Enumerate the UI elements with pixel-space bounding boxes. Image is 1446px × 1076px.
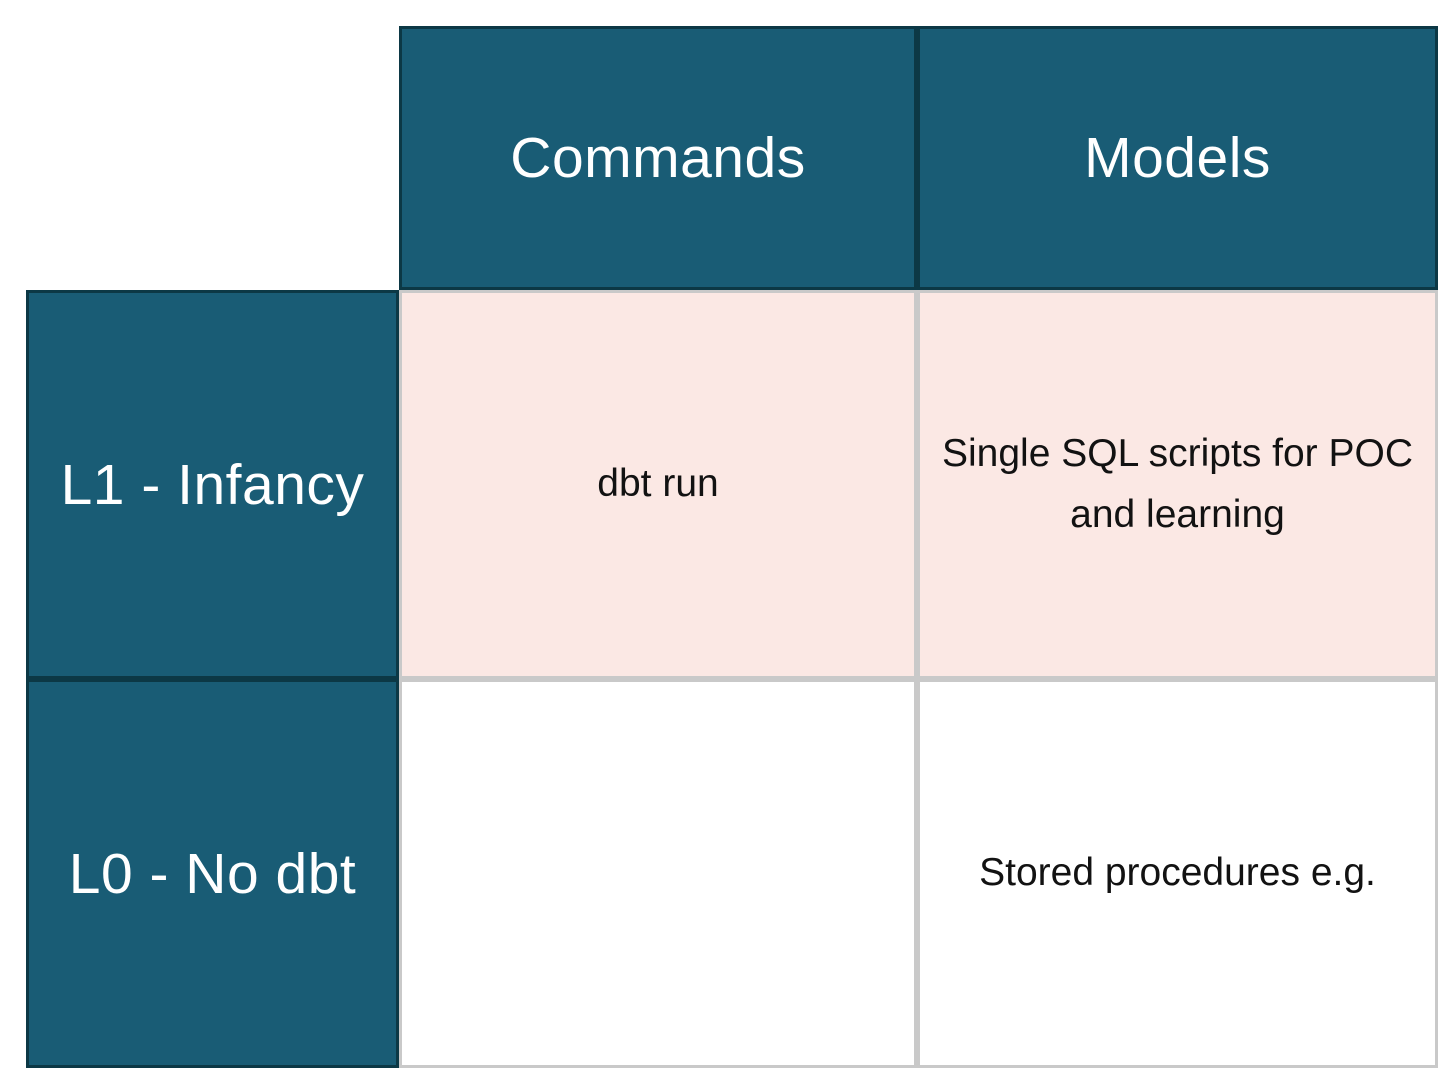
maturity-matrix-table: Commands Models L1 - Infancy dbt run Sin… (26, 26, 1438, 1068)
cell-l0-models-text: Stored procedures e.g. (979, 851, 1376, 895)
row-header-l0-no-dbt-label: L0 - No dbt (68, 841, 357, 906)
column-header-models-label: Models (1084, 126, 1271, 190)
cell-l0-models: Stored procedures e.g. (917, 679, 1438, 1068)
cell-l1-commands-text: dbt run (597, 462, 719, 506)
column-header-models: Models (917, 26, 1438, 290)
cell-l1-models-text: Single SQL scripts for POC and learning (941, 432, 1414, 536)
row-header-l0-no-dbt: L0 - No dbt (26, 679, 399, 1068)
corner-empty-cell (26, 26, 399, 290)
column-header-commands: Commands (399, 26, 917, 290)
row-header-l1-infancy-label: L1 - Infancy (60, 452, 365, 517)
cell-l0-commands (399, 679, 917, 1068)
cell-l1-commands: dbt run (399, 290, 917, 679)
cell-l1-models: Single SQL scripts for POC and learning (917, 290, 1438, 679)
column-header-commands-label: Commands (510, 126, 806, 190)
row-header-l1-infancy: L1 - Infancy (26, 290, 399, 679)
